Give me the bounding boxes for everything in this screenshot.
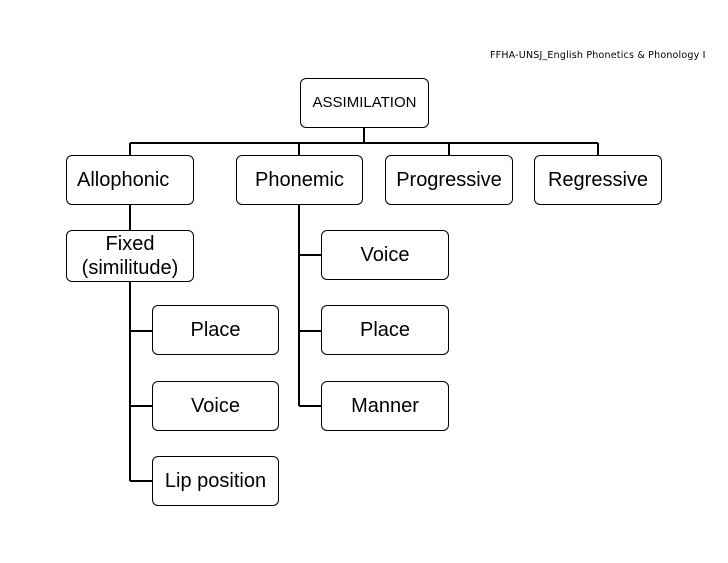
- node-fixed-line1: Fixed: [105, 232, 155, 255]
- node-assimilation: ASSIMILATION: [300, 78, 429, 128]
- node-phonemic: Phonemic: [236, 155, 363, 205]
- node-allophonic: Allophonic: [66, 155, 194, 205]
- node-allophonic-place: Place: [152, 305, 279, 355]
- node-fixed-similitude: Fixed (similitude): [66, 230, 194, 282]
- node-phonemic-manner: Manner: [321, 381, 449, 431]
- node-phonemic-place: Place: [321, 305, 449, 355]
- node-progressive: Progressive: [385, 155, 513, 205]
- header-note: FFHA-UNSJ_English Phonetics & Phonology …: [490, 50, 706, 61]
- node-regressive: Regressive: [534, 155, 662, 205]
- node-allophonic-lip-position: Lip position: [152, 456, 279, 506]
- node-phonemic-voice: Voice: [321, 230, 449, 280]
- node-fixed-line2: (similitude): [81, 257, 179, 279]
- node-allophonic-voice: Voice: [152, 381, 279, 431]
